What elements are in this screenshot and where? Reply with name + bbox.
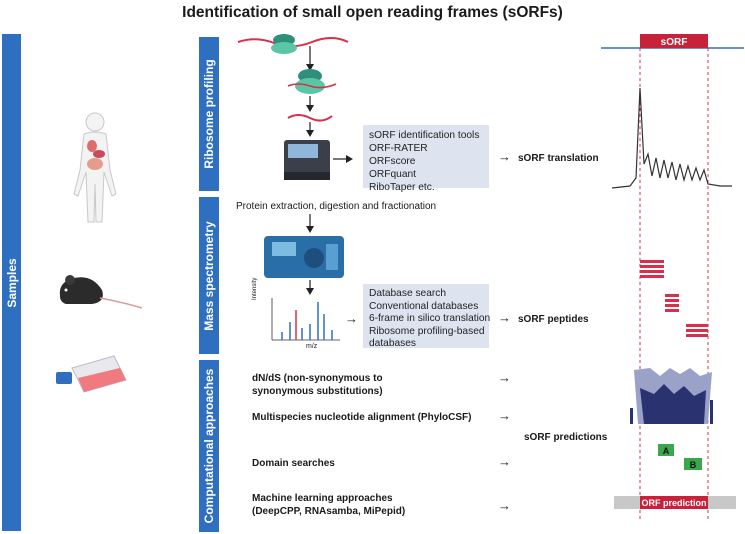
human-body-icon xyxy=(73,112,117,223)
method-domain-searches: Domain searches xyxy=(252,458,335,469)
ribosome-profiling-label: Ribosome profiling xyxy=(202,59,216,169)
page-title: Identification of small open reading fra… xyxy=(182,4,563,21)
database-line: Database search xyxy=(369,288,447,299)
cell-culture-flask-icon xyxy=(56,355,127,393)
spectrum-xlabel: m/z xyxy=(306,343,318,350)
ribosome-profiling-illustration xyxy=(237,34,353,180)
domain-b-box xyxy=(684,458,702,470)
arrow-icon: → xyxy=(498,454,511,469)
arrow-icon: → xyxy=(498,370,511,385)
mass-spec-illustration xyxy=(264,214,344,341)
mass-spectrometry-bar: Mass spectrometry xyxy=(199,197,219,354)
conservation-track xyxy=(630,368,713,424)
database-line: Ribosome profiling-based xyxy=(369,325,485,337)
method-dnds-line2: synonymous substitutions) xyxy=(252,386,383,397)
method-ml-line1: Machine learning approaches xyxy=(252,493,393,504)
ribosome-footprint-trace xyxy=(611,87,732,189)
domain-a-box xyxy=(658,444,674,456)
tool-line: RiboTaper etc. xyxy=(369,182,435,193)
arrow-icon: → xyxy=(345,311,358,326)
method-phylocsf: Multispecies nucleotide alignment (Phylo… xyxy=(252,412,472,423)
computational-approaches-bar: Computational approaches xyxy=(199,360,219,532)
samples-label: Samples xyxy=(4,257,19,308)
database-line: 6-frame in silico translation xyxy=(369,313,491,324)
sorf-evidence-panel: sORF A B ORF prediction xyxy=(601,34,744,520)
sorf-label: sORF xyxy=(661,37,688,48)
computational-approaches-label: Computational approaches xyxy=(202,368,216,524)
database-search-box: Database search Conventional databases 6… xyxy=(363,284,491,349)
ribosome-icon xyxy=(271,34,297,54)
protein-step-label: Protein extraction, digestion and fracti… xyxy=(236,201,437,212)
ribosome-profiling-bar: Ribosome profiling xyxy=(199,37,219,191)
method-ml-line2: (DeepCPP, RNAsamba, MiPepid) xyxy=(252,506,406,517)
domain-a-label: A xyxy=(663,446,670,456)
mouse-icon xyxy=(59,275,143,309)
orf-prediction-bar xyxy=(640,496,708,509)
tool-line: ORFscore xyxy=(369,156,416,167)
sorf-bar xyxy=(640,34,708,48)
tool-line: ORF-RATER xyxy=(369,143,428,154)
sorf-translation-label: sORF translation xyxy=(518,153,599,164)
spectrum-ylabel: Intensity xyxy=(252,277,258,300)
sorf-peptides-label: sORF peptides xyxy=(518,314,589,325)
arrow-icon: → xyxy=(498,408,511,423)
sequencer-icon xyxy=(284,140,330,180)
database-line: databases xyxy=(369,338,417,349)
orf-prediction-label: ORF prediction xyxy=(642,498,707,508)
method-dnds-line1: dN/dS (non-synonymous to xyxy=(252,373,383,384)
sorf-tools-box: sORF identification tools ORF-RATER ORFs… xyxy=(363,125,489,193)
database-line: Conventional databases xyxy=(369,300,479,312)
sorf-predictions-label: sORF predictions xyxy=(524,432,608,443)
arrow-icon: → xyxy=(498,498,511,513)
samples-bar: Samples xyxy=(2,34,21,531)
arrow-icon: → xyxy=(498,149,511,164)
mass-spectrum-plot xyxy=(271,298,340,341)
peptide-bars xyxy=(640,260,708,337)
tool-line: sORF identification tools xyxy=(369,130,480,141)
arrow-icon: → xyxy=(498,310,511,325)
mass-spectrometer-icon xyxy=(264,236,344,278)
mass-spectrometry-label: Mass spectrometry xyxy=(202,220,216,331)
tool-line: ORFquant xyxy=(369,169,416,180)
domain-b-label: B xyxy=(690,460,697,470)
